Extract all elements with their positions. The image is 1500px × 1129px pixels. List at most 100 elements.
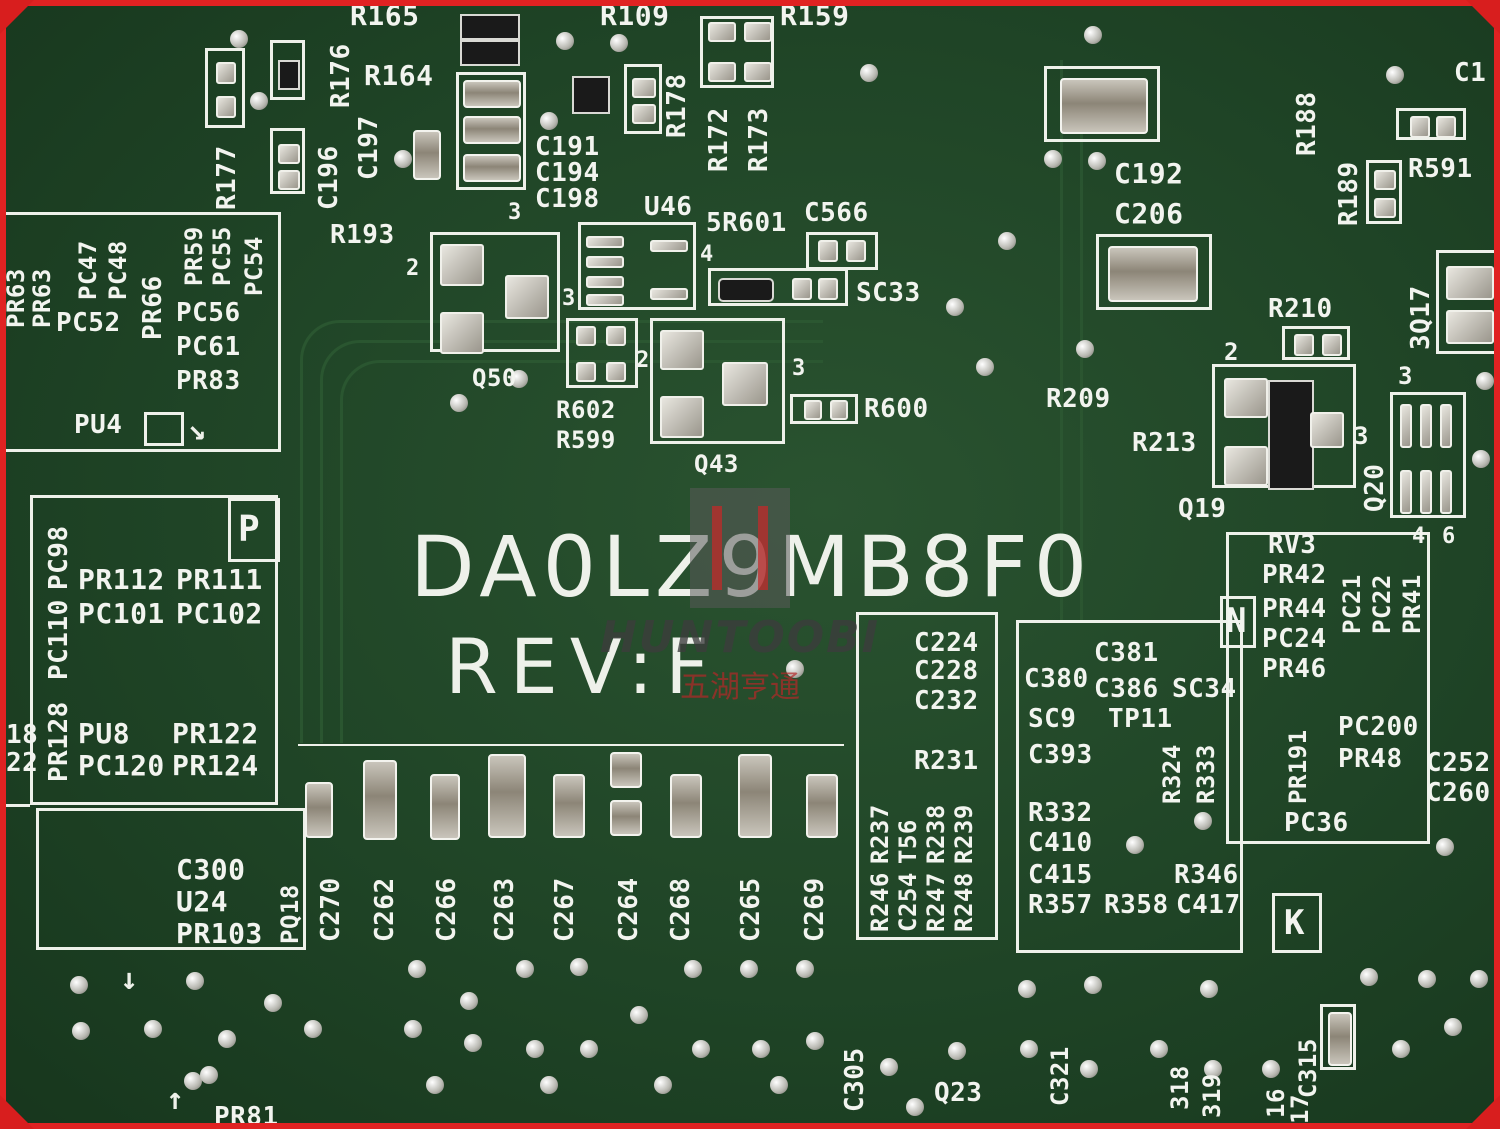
resistor-pad bbox=[1322, 334, 1342, 356]
silk-label: R599 bbox=[556, 426, 616, 454]
silk-label: C252 bbox=[1426, 748, 1491, 778]
silk-label: R346 bbox=[1174, 860, 1239, 890]
outline-c206 bbox=[1096, 234, 1212, 310]
transistor-chip bbox=[572, 76, 610, 114]
silk-label: U24 bbox=[176, 885, 229, 918]
resistor-pad bbox=[606, 326, 626, 346]
silk-label: PR112 bbox=[78, 563, 165, 596]
silk-label: PU4 bbox=[74, 410, 123, 440]
silk-label: C321 bbox=[1046, 1046, 1074, 1106]
outline-r189 bbox=[1366, 160, 1402, 224]
via bbox=[540, 1076, 558, 1094]
silk-label: R247 bbox=[922, 872, 950, 932]
via bbox=[752, 1040, 770, 1058]
silk-label: U46 bbox=[644, 192, 693, 222]
trace-bundle bbox=[880, 60, 1063, 620]
via bbox=[1150, 1040, 1168, 1058]
silk-label: PR191 bbox=[1284, 729, 1312, 804]
silk-label: R238 bbox=[922, 804, 950, 864]
outline-pu4-region bbox=[5, 212, 281, 452]
ic-pin-u46 bbox=[586, 294, 624, 306]
resistor-pad bbox=[792, 278, 812, 300]
silk-label: R209 bbox=[1046, 384, 1111, 414]
silk-label: PC22 bbox=[1368, 574, 1396, 634]
outline-r591 bbox=[1396, 108, 1466, 140]
outline-q43 bbox=[650, 318, 785, 444]
outline-q50 bbox=[430, 232, 560, 352]
via bbox=[1436, 838, 1454, 856]
silk-label: C270 bbox=[316, 877, 346, 942]
silk-label: PR111 bbox=[176, 563, 263, 596]
silk-label: PC36 bbox=[1284, 808, 1349, 838]
silk-label: C263 bbox=[490, 877, 520, 942]
ic-pin-q17 bbox=[1446, 310, 1494, 344]
capacitor-c194 bbox=[463, 116, 521, 144]
silk-label: SC34 bbox=[1172, 674, 1237, 704]
resistor-pad bbox=[846, 240, 866, 262]
silk-label: R246 bbox=[866, 872, 894, 932]
via bbox=[570, 958, 588, 976]
silk-label: C265 bbox=[736, 877, 766, 942]
silk-label: SC33 bbox=[856, 278, 921, 308]
silk-label: 318 bbox=[1166, 1065, 1194, 1110]
resistor-pad bbox=[1374, 170, 1396, 190]
watermark-chinese-text: 五湖亨通 bbox=[680, 670, 800, 705]
via bbox=[1262, 1060, 1280, 1078]
silk-label: C197 bbox=[354, 115, 384, 180]
via bbox=[976, 358, 994, 376]
via bbox=[906, 1098, 924, 1116]
via bbox=[464, 1034, 482, 1052]
silk-label: C393 bbox=[1028, 740, 1093, 770]
silk-label: PR42 bbox=[1262, 560, 1327, 590]
silk-pin: 2 bbox=[636, 348, 650, 373]
watermark-text: HUNTOOBI bbox=[599, 612, 881, 663]
resistor-pad bbox=[708, 22, 736, 42]
via bbox=[394, 150, 412, 168]
via bbox=[880, 1058, 898, 1076]
silk-label: PC98 bbox=[44, 525, 74, 590]
outline-q20 bbox=[1390, 392, 1466, 518]
via bbox=[580, 1040, 598, 1058]
via bbox=[740, 960, 758, 978]
capacitor-c263 bbox=[488, 754, 526, 838]
transistor-pad-q19 bbox=[1224, 446, 1268, 486]
outline-p-marker bbox=[228, 498, 280, 562]
silk-label: R237 bbox=[866, 804, 894, 864]
resistor-pad bbox=[818, 240, 838, 262]
outline-c191 bbox=[456, 72, 526, 190]
trace-bundle bbox=[320, 340, 823, 743]
via bbox=[654, 1076, 672, 1094]
via bbox=[786, 660, 804, 678]
resistor-pad bbox=[216, 96, 236, 118]
silk-label: PC47 bbox=[74, 240, 102, 300]
ic-pin-u46 bbox=[650, 288, 688, 300]
silk-label: 16 bbox=[1262, 1088, 1290, 1118]
resistor-body bbox=[460, 14, 520, 40]
mosfet-pad-q50 bbox=[505, 275, 549, 319]
via bbox=[1044, 150, 1062, 168]
watermark-logo bbox=[690, 488, 790, 608]
capacitor-c191 bbox=[463, 80, 521, 108]
via bbox=[1076, 340, 1094, 358]
silk-label: TP11 bbox=[1108, 704, 1173, 734]
silk-label: K bbox=[1284, 903, 1305, 943]
silk-label: R332 bbox=[1028, 798, 1093, 828]
via bbox=[1204, 1060, 1222, 1078]
via bbox=[1200, 980, 1218, 998]
via bbox=[692, 1040, 710, 1058]
silk-pin: 3 bbox=[508, 200, 522, 225]
outline-r210 bbox=[1282, 326, 1350, 360]
via bbox=[1360, 968, 1378, 986]
ic-pin-q20 bbox=[1420, 404, 1432, 448]
silk-label: C228 bbox=[914, 656, 979, 686]
ic-pin-u46 bbox=[586, 276, 624, 288]
capacitor-c192 bbox=[1060, 78, 1148, 134]
silk-label: PC61 bbox=[176, 332, 241, 362]
capacitor-c268 bbox=[670, 774, 702, 838]
silk-label: C194 bbox=[535, 158, 600, 188]
silk-label: PR103 bbox=[176, 917, 263, 950]
via bbox=[460, 992, 478, 1010]
via bbox=[72, 1022, 90, 1040]
outline-pu8-outer bbox=[5, 452, 30, 807]
silk-label: C268 bbox=[666, 877, 696, 942]
